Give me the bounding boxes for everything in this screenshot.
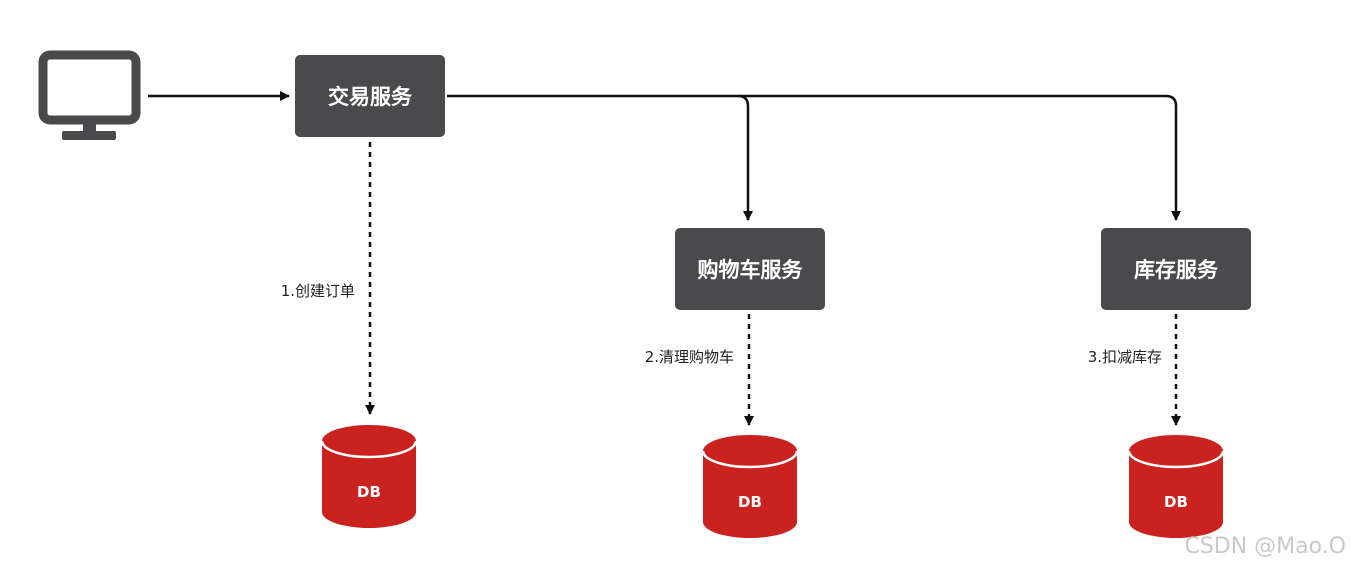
cart-db-label: DB xyxy=(738,493,762,511)
stock-database: DB xyxy=(1127,435,1225,538)
trade-service-label: 交易服务 xyxy=(328,85,413,109)
cart-database: DB xyxy=(701,435,799,538)
step-create-order-label: 1.创建订单 xyxy=(281,282,355,300)
cart-service-label: 购物车服务 xyxy=(698,258,804,282)
step-clear-cart-label: 2.清理购物车 xyxy=(645,348,734,366)
order-database: DB xyxy=(320,425,418,528)
order-db-label: DB xyxy=(357,483,381,501)
monitor-icon xyxy=(38,50,141,140)
cart-service-node: 购物车服务 xyxy=(675,228,825,310)
inventory-service-node: 库存服务 xyxy=(1101,228,1251,310)
stock-db-label: DB xyxy=(1164,493,1188,511)
step-deduct-stock-label: 3.扣减库存 xyxy=(1088,348,1162,366)
inventory-service-label: 库存服务 xyxy=(1134,258,1219,282)
trade-service-node: 交易服务 xyxy=(295,55,445,137)
trade-to-inventory-arrow xyxy=(738,94,1181,221)
watermark-text: CSDN @Mao.O xyxy=(1184,534,1346,559)
trade-to-cart-arrow xyxy=(447,94,753,221)
